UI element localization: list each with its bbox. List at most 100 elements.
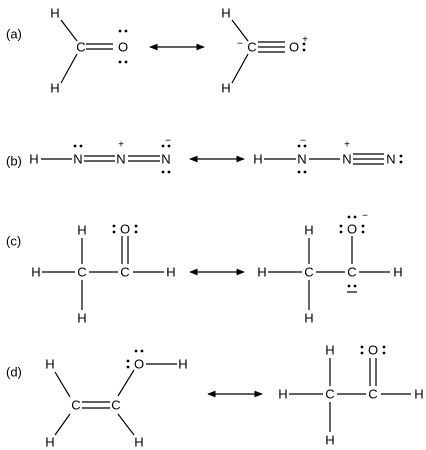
lone-pair-dot xyxy=(353,215,357,219)
lone-pair-dot xyxy=(134,230,138,234)
atom-c: C xyxy=(368,387,377,402)
atom-h: H xyxy=(31,265,40,280)
lone-pair-dot xyxy=(339,224,343,228)
atom-h: H xyxy=(278,387,287,402)
lone-pair-dot xyxy=(112,224,116,228)
panel-label-a: (a) xyxy=(6,27,22,42)
atom-c: C xyxy=(247,40,256,55)
lone-pair-dot xyxy=(124,29,128,33)
lone-pair-dot xyxy=(382,351,386,355)
atom-o: O xyxy=(289,40,299,55)
lone-pair-dot xyxy=(161,144,165,148)
lone-pair-dot xyxy=(79,144,83,148)
bond-h2-c xyxy=(231,53,249,84)
atom-h: H xyxy=(45,435,54,450)
panel-a: (a) H H C O H H C O − xyxy=(6,6,308,96)
atom-n: N xyxy=(116,152,125,167)
lone-pair-dot xyxy=(167,144,171,148)
atom-h: H xyxy=(50,81,59,96)
lone-pair-dot xyxy=(126,365,130,369)
charge-negative: − xyxy=(362,211,368,222)
lone-pair-dot xyxy=(126,359,130,363)
bond-h2-c1 xyxy=(54,413,71,436)
lone-pair-dot xyxy=(112,230,116,234)
atom-c: C xyxy=(304,265,313,280)
lone-pair-dot xyxy=(339,230,343,234)
lone-pair-dot xyxy=(134,224,138,228)
lone-pair-dot xyxy=(303,144,307,148)
lone-pair-dot xyxy=(302,48,306,52)
atom-h: H xyxy=(221,81,230,96)
atom-h: H xyxy=(393,265,402,280)
atom-h: H xyxy=(77,311,86,326)
panel-label-d: (d) xyxy=(6,365,22,380)
bond-h1-c1 xyxy=(54,371,71,398)
panel-label-c: (c) xyxy=(6,234,21,249)
atom-h: H xyxy=(414,387,423,402)
lone-pair-dot xyxy=(360,345,364,349)
lone-pair-dot xyxy=(118,60,122,64)
lone-pair-dot xyxy=(140,349,144,353)
lone-pair-dot xyxy=(73,144,77,148)
bond-h1-c xyxy=(60,19,78,42)
atom-o: O xyxy=(118,40,128,55)
lone-pair-dot xyxy=(360,351,364,355)
atom-n: N xyxy=(342,152,351,167)
panel-c: (c) H H H C C O H xyxy=(6,211,403,326)
panel-label-b: (b) xyxy=(6,154,22,169)
atom-h: H xyxy=(50,6,59,21)
atom-c: C xyxy=(347,265,356,280)
charge-positive: + xyxy=(302,35,308,46)
atom-h: H xyxy=(325,433,334,448)
atom-h: H xyxy=(77,223,86,238)
atom-o: O xyxy=(134,357,144,372)
atom-h: H xyxy=(325,343,334,358)
atom-n: N xyxy=(386,152,395,167)
atom-h: H xyxy=(166,265,175,280)
panel-a-left: H H C O xyxy=(50,6,128,96)
panel-d-right: H H H C C O H xyxy=(278,343,423,448)
atom-h: H xyxy=(45,357,54,372)
charge-positive: + xyxy=(344,140,350,151)
atom-o: O xyxy=(347,222,357,237)
lone-pair-dot xyxy=(118,29,122,33)
lone-pair-dot xyxy=(399,160,403,164)
lone-pair-dot xyxy=(124,60,128,64)
lone-pair-dot xyxy=(353,284,357,288)
atom-h: H xyxy=(257,265,266,280)
atom-h: H xyxy=(221,6,230,21)
atom-c: C xyxy=(325,387,334,402)
atom-c: C xyxy=(111,398,120,413)
lone-pair-dot xyxy=(347,284,351,288)
atom-h: H xyxy=(304,223,313,238)
lone-pair-dot xyxy=(167,170,171,174)
atom-n: N xyxy=(297,152,306,167)
charge-negative: − xyxy=(237,39,243,50)
panel-b-right: H N N N − + xyxy=(253,136,403,174)
atom-h: H xyxy=(253,152,262,167)
atom-h: H xyxy=(134,435,143,450)
panel-b: (b) H N N N + − xyxy=(6,136,403,174)
panel-d: (d) H H C C O H H xyxy=(6,343,424,450)
lone-pair-dot xyxy=(297,170,301,174)
atom-h: H xyxy=(178,357,187,372)
charge-positive: + xyxy=(118,140,124,151)
lone-pair-dot xyxy=(134,349,138,353)
lone-pair-dot xyxy=(399,154,403,158)
lone-pair-dot xyxy=(347,215,351,219)
charge-negative: − xyxy=(300,136,306,147)
atom-n: N xyxy=(73,152,82,167)
lone-pair-dot xyxy=(297,144,301,148)
atom-h: H xyxy=(29,152,38,167)
atom-h: H xyxy=(304,311,313,326)
atom-c: C xyxy=(76,40,85,55)
lone-pair-dot xyxy=(361,224,365,228)
bond-c2-o xyxy=(117,369,135,397)
atom-c: C xyxy=(71,398,80,413)
panel-b-left: H N N N + − xyxy=(29,136,171,174)
lone-pair-dot xyxy=(382,345,386,349)
atom-c: C xyxy=(77,265,86,280)
panel-c-left: H H H C C O H xyxy=(31,222,175,326)
